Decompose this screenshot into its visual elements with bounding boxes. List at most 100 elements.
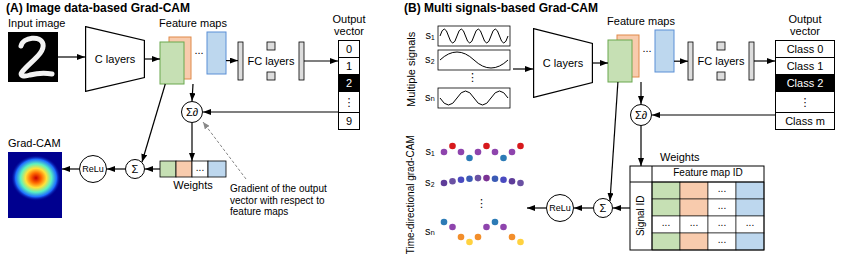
output-vector: Output vectorClass 0Class 1Class 2⋮Class…: [775, 40, 835, 130]
relu-circle-text: ReLu: [82, 164, 104, 174]
weight-cell: [192, 161, 208, 177]
weight-cell: [652, 182, 680, 199]
signal-dot: [449, 143, 456, 150]
fc-layers: FC layers: [238, 42, 304, 80]
arrow-connector: [58, 56, 85, 57]
weight-cell: [736, 182, 764, 199]
table-header: Feature map ID: [652, 167, 764, 179]
signal-name: s₂: [423, 176, 437, 189]
sum-circle: Σ: [593, 198, 613, 218]
signal-dot: [483, 175, 490, 182]
table-cell: ...: [708, 217, 736, 229]
signal-dot: [492, 149, 499, 156]
selected-class-cell-text: Class 2: [787, 77, 824, 90]
output-vector-text: Output vector: [780, 13, 830, 38]
input-image-text: Input image: [8, 17, 65, 30]
weight-cell: [652, 233, 680, 250]
fc-layers-text: FC layers: [697, 55, 744, 68]
weight-cell: [176, 161, 192, 177]
weight-cell: [708, 233, 736, 250]
panel-title: (B) Multi signals-based Grad-CAM: [404, 2, 598, 16]
gradient-sum-circle-text: Σ∂: [635, 109, 647, 122]
feature-map: [608, 40, 632, 82]
arrow-connector: [610, 82, 618, 201]
feature-maps-text: Feature maps: [607, 15, 675, 28]
signal-wave: [440, 29, 508, 43]
weight-cell: [680, 233, 708, 250]
arrow-connector: [62, 168, 79, 169]
input-image: Input image: [8, 32, 58, 82]
weights-table-text: Weights: [660, 151, 700, 164]
arrow-connector: [754, 60, 775, 61]
feature-maps: Feature maps: [160, 32, 226, 84]
arrow-connector: [640, 126, 641, 166]
signal-frame: [438, 26, 510, 46]
heat-dot-row: [441, 143, 524, 162]
trapezoid-outline: [86, 27, 145, 92]
signal-name: s₁: [423, 29, 437, 42]
ellipsis: ...: [640, 42, 654, 55]
time-cam-panel-text: Time-directional grad-CAM: [405, 131, 417, 259]
weight-cell: [652, 199, 680, 216]
selected-output-cell-text: 2: [346, 77, 352, 90]
output-cell-text: ⋮: [344, 96, 355, 109]
table-cell: ...: [652, 217, 680, 229]
annotation-note: Gradient of the output vector with respe…: [230, 183, 342, 218]
output-vector: Output vector012⋮9: [338, 40, 360, 130]
conv-layers-trapezoid: C layers: [85, 26, 145, 92]
table-cell: ...: [736, 217, 764, 229]
grad-cam-heatmap: Grad-CAM: [8, 152, 62, 218]
arrow-connector: [203, 111, 338, 112]
output-cell-text: 9: [346, 115, 352, 128]
weight-cell: [680, 216, 708, 233]
signal-dot: [517, 239, 524, 246]
weight-cell: [680, 199, 708, 216]
time-cam-panel: Time-directional grad-CAM: [403, 130, 527, 260]
arrow-connector: [226, 60, 238, 61]
signal-dot: [509, 234, 516, 241]
arrow-connector: [142, 84, 165, 162]
signal-dot: [475, 234, 482, 241]
arrow-connector: [527, 207, 546, 208]
heat-dot-row: [441, 175, 524, 187]
signal-dot: [441, 219, 448, 226]
sum-circle-text: Σ: [132, 163, 139, 176]
signal-wave: [440, 52, 508, 68]
fc-layer-bar: [717, 42, 725, 50]
panel-title: (A) Image data-based Grad-CAM: [6, 2, 190, 16]
conv-layers-trapezoid-text: C layers: [543, 57, 583, 70]
arrow-connector: [107, 168, 125, 169]
signal-dot: [509, 149, 516, 156]
table-rule: [630, 182, 764, 183]
class-cell-text: Class 0: [787, 43, 824, 56]
weight-cell: [736, 233, 764, 250]
signal-name: s₂: [423, 53, 437, 66]
arrow-connector: [513, 68, 533, 69]
signal-dot: [441, 180, 448, 187]
conv-layers-trapezoid-text: C layers: [95, 53, 135, 66]
gradient-sum-circle: Σ∂: [630, 104, 652, 126]
signal-input-panel: Multiple signals: [403, 24, 513, 114]
signal-dot: [458, 149, 465, 156]
output-cell-text: 0: [346, 43, 352, 56]
arrow-connector: [674, 61, 688, 62]
weight-cell: [160, 161, 176, 177]
signal-input-panel-text: Multiple signals: [405, 24, 418, 114]
ellipsis: ⋮: [476, 197, 486, 210]
table-cell: ...: [708, 234, 736, 246]
table-cell: ...: [680, 217, 708, 229]
arrow-connector: [593, 62, 608, 63]
table-cell: ...: [708, 200, 736, 212]
signal-dot: [458, 234, 465, 241]
weight-cell: [652, 216, 680, 233]
weight-cell: [736, 199, 764, 216]
grad-cam-heatmap-text: Grad-CAM: [8, 137, 61, 150]
arrow-connector: [191, 123, 192, 161]
heatmap-ground: [8, 152, 62, 218]
class-cell-text: Class m: [785, 115, 825, 128]
output-vector-text: Output vector: [325, 13, 373, 38]
weight-cell: [708, 216, 736, 233]
relu-circle: ReLu: [546, 194, 574, 222]
signal-dot: [441, 149, 448, 156]
